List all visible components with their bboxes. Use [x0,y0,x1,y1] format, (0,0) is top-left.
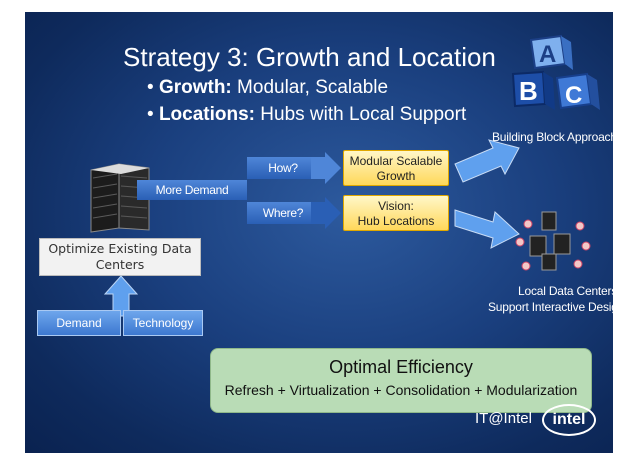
local-line1: Local Data Centers [518,284,613,298]
local-data-centers-icon [515,211,591,271]
demand-button[interactable]: Demand [37,310,121,336]
local-line2: Support Interactive Design [488,300,613,314]
bullet-growth-key: Growth: [158,77,232,98]
it-at-intel-label: IT@Intel [475,410,532,427]
how-bar: How? [247,157,319,179]
more-demand-bar: More Demand [137,180,247,200]
optimal-efficiency-title: Optimal Efficiency [329,357,473,377]
technology-button[interactable]: Technology [123,310,203,336]
optimal-efficiency-subtitle: Refresh + Virtualization + Consolidation… [224,382,578,398]
block-letter-b: B [519,76,538,106]
right-arrows-icon [454,139,520,249]
bullet-growth-text: Modular, Scalable [231,77,389,98]
optimize-caption: Optimize Existing Data Centers [48,241,192,272]
optimal-efficiency-box: Optimal Efficiency Refresh + Virtualizat… [210,348,592,413]
intel-logo-text: intel [552,411,586,428]
optimize-caption-box: Optimize Existing Data Centers [39,238,201,276]
vision-hub-box: Vision: Hub Locations [343,195,449,231]
intel-logo: intel [542,404,596,436]
block-letter-a: A [539,41,556,68]
modular-line2: Growth [376,169,416,183]
vision-line2: Hub Locations [357,214,435,228]
modular-line1: Modular Scalable [349,154,443,168]
vision-line1: Vision: [378,199,414,213]
slide-title: Strategy 3: Growth and Location [123,42,496,72]
bullet-locations-key: Locations: [158,104,255,125]
where-bar: Where? [247,202,319,224]
building-block-caption: Building Block Approach [492,130,613,144]
slide: Strategy 3: Growth and Location • Growth… [25,12,613,453]
abc-blocks-icon: A B C [511,34,600,110]
modular-growth-box: Modular Scalable Growth [343,150,449,186]
block-letter-c: C [565,82,582,109]
bullet-growth: • Growth: Modular, Scalable [147,77,389,98]
bullet-locations: • Locations: Hubs with Local Support [147,104,467,125]
bullet-locations-text: Hubs with Local Support [255,104,467,125]
up-arrow-icon [103,275,139,317]
split-arrow-icon [311,152,341,229]
